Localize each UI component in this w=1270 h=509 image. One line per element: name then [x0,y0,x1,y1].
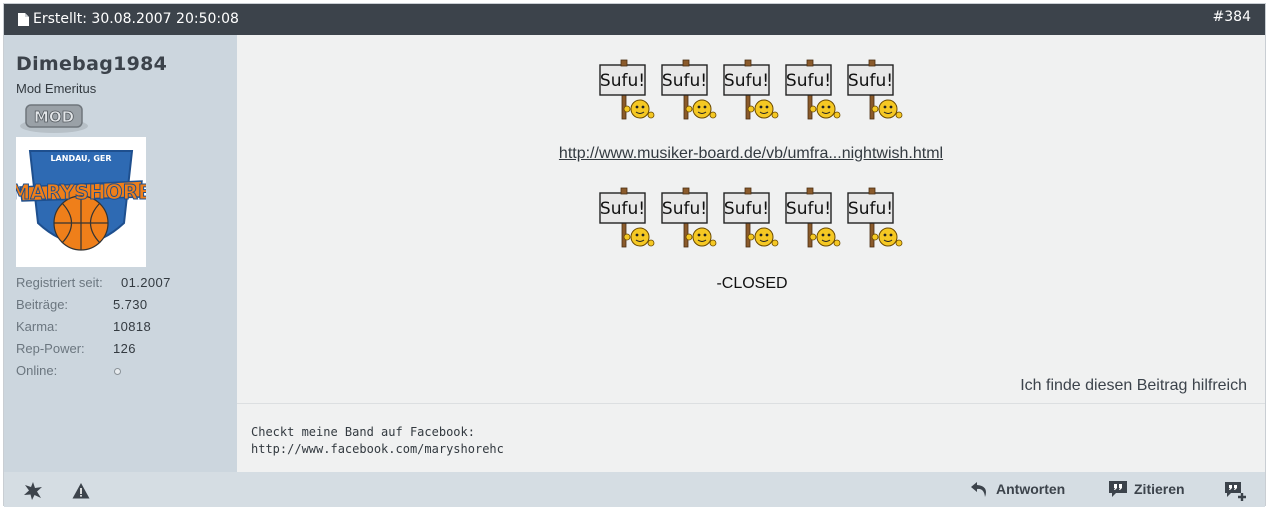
helpful-link[interactable]: Ich finde diesen Beitrag hilfreich [1020,377,1247,394]
quote-icon [1109,481,1127,497]
signature-line-2: http://www.facebook.com/maryshorehc [251,442,504,456]
avatar-text-top: LANDAU, GER [50,154,111,163]
post-content: Sufu! Sufu! Sufu! Sufu! Sufu! http://www.mus… [237,35,1265,472]
sufu-sign-smiley: Sufu! [847,59,903,120]
smiley-row-top: Sufu! Sufu! Sufu! Sufu! Sufu! [599,59,909,125]
sufu-sign-smiley: Sufu! [599,187,655,248]
sufu-sign-text: Sufu! [662,199,707,219]
stat-value: 126 [113,341,136,356]
avatar[interactable]: LANDAU, GER MARYSHORE [16,137,146,267]
stat-label: Karma: [16,319,58,334]
post-footer: Antworten Zitieren [4,472,1265,507]
stat-label: Registriert seit: [16,275,103,290]
stat-value: 10818 [113,319,152,334]
sufu-sign-smiley: Sufu! [785,187,841,248]
post-number-link[interactable]: #384 [1212,9,1251,25]
sufu-sign-smiley: Sufu! [723,187,779,248]
quote-label: Zitieren [1134,481,1185,497]
multi-quote-icon[interactable] [1224,481,1248,501]
offline-status-icon [114,368,121,375]
sufu-sign-smiley: Sufu! [723,59,779,120]
user-title: Mod Emeritus [16,81,97,96]
sufu-sign-smiley: Sufu! [785,59,841,120]
mod-badge-text: MOD [34,108,74,126]
stat-label: Rep-Power: [16,341,85,356]
sufu-sign-smiley: Sufu! [599,59,655,120]
signature-line-1: Checkt meine Band auf Facebook: [251,425,475,439]
sufu-sign-text: Sufu! [786,199,831,219]
post-container: Erstellt: 30.08.2007 20:50:08 #384 Dimeb… [3,3,1266,507]
avatar-text-main: MARYSHORE [16,180,146,204]
sufu-sign-text: Sufu! [600,71,645,91]
stat-row-online: Online: [16,363,231,385]
document-icon [18,12,29,26]
signature: Checkt meine Band auf Facebook: http://w… [251,424,504,458]
post-date-text: Erstellt: 30.08.2007 20:50:08 [33,11,239,27]
sufu-sign-text: Sufu! [786,71,831,91]
warning-icon[interactable] [72,482,90,500]
username-link[interactable]: Dimebag1984 [16,53,168,75]
sufu-sign-smiley: Sufu! [661,59,717,120]
sufu-sign-text: Sufu! [600,199,645,219]
closed-text: -CLOSED [716,275,788,292]
stat-row-rep-power: Rep-Power: 126 [16,341,231,363]
stat-label: Beiträge: [16,297,69,312]
reply-label: Antworten [996,481,1066,497]
quote-button[interactable]: Zitieren [1108,480,1185,498]
stat-label: Online: [16,363,58,378]
sufu-sign-smiley: Sufu! [661,187,717,248]
smiley-row-bottom: Sufu! Sufu! Sufu! Sufu! Sufu! [599,187,909,253]
post-header: Erstellt: 30.08.2007 20:50:08 #384 [4,4,1265,35]
reply-icon [971,482,986,497]
mod-badge: MOD [20,104,88,133]
sufu-sign-text: Sufu! [848,199,893,219]
post-link[interactable]: http://www.musiker-board.de/vb/umfra...n… [558,145,944,162]
stat-row-posts: Beiträge: 5.730 [16,297,231,319]
sufu-sign-smiley: Sufu! [847,187,903,248]
stat-value: 01.2007 [121,275,171,290]
stat-value: 5.730 [113,297,148,312]
stat-row-karma: Karma: 10818 [16,319,231,341]
star-icon[interactable] [24,482,42,500]
sufu-sign-text: Sufu! [724,71,769,91]
user-sidebar: Dimebag1984 Mod Emeritus MOD LANDAU, GER… [4,35,237,472]
sufu-sign-text: Sufu! [724,199,769,219]
stat-row-registered: Registriert seit: 01.2007 [16,275,231,297]
user-stats: Registriert seit: 01.2007 Beiträge: 5.73… [16,275,231,385]
sufu-sign-text: Sufu! [662,71,707,91]
post-date: Erstellt: 30.08.2007 20:50:08 [18,11,239,27]
signature-divider [237,403,1265,404]
reply-button[interactable]: Antworten [970,480,1065,498]
sufu-sign-text: Sufu! [848,71,893,91]
